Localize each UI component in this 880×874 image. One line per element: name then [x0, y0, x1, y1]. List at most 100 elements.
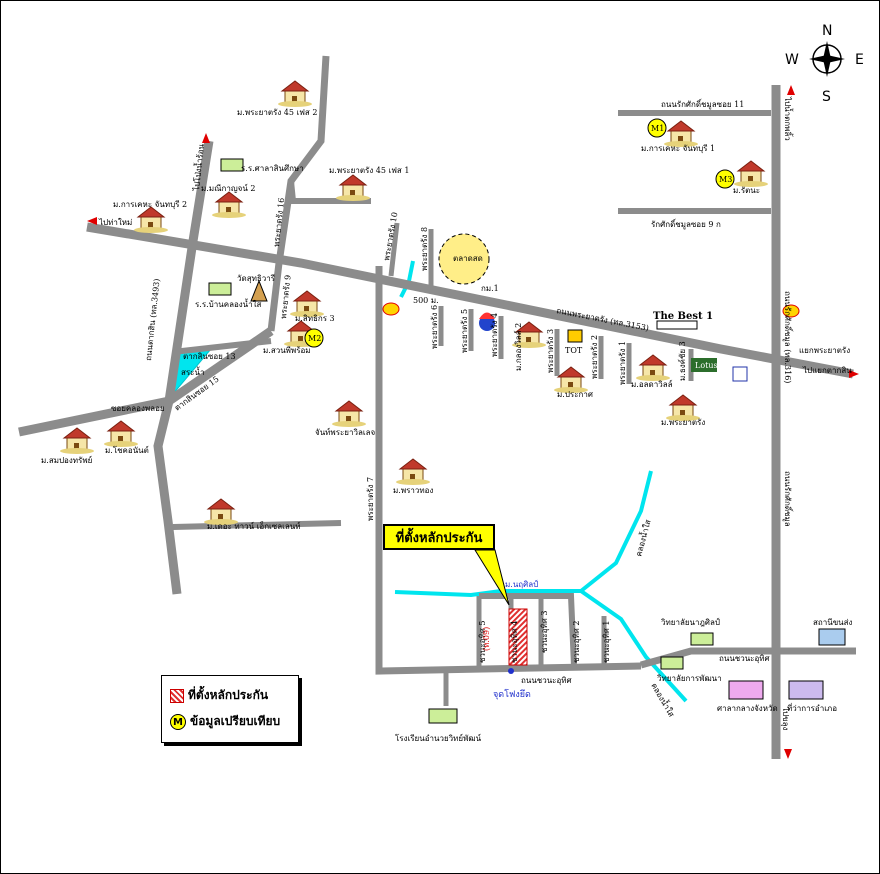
junction-right-label: แยกพระยาตรัง	[799, 346, 850, 355]
college2-icon	[660, 656, 684, 670]
label-market: ตลาดสด	[453, 254, 483, 263]
label-village-lekchai: ม.สมปองทรัพย์	[41, 455, 92, 465]
label-village-45-1: ม.พระยาตรัง 45 เฟส 1	[329, 166, 409, 175]
taksin-13-label: ตากสินซอย 13	[183, 352, 236, 361]
collateral-marker	[508, 608, 528, 666]
marker-m2-label: M2	[308, 334, 321, 343]
marker-m1-label: M1	[651, 124, 664, 133]
district-office-icon	[788, 680, 824, 700]
compass-e: E	[855, 52, 864, 68]
label-school: ร.ร.ศาลาสินศึกษา	[241, 164, 304, 173]
label-village-chan: จันท์พระยาวิลเลจ	[315, 427, 376, 437]
place-labels: ม.พระยาตรัง 45 เฟส 2 ร.ร.ศาลาสินศึกษา ม.…	[41, 108, 853, 743]
chuan-1-label: ชวนะอุทิศ 1	[602, 621, 611, 663]
soi-rak-9-label: รักศักดิ์ชมูลซอย 9 ก	[651, 218, 721, 230]
chuan-3-label: ชวนะอุทิศ 3	[540, 611, 549, 653]
chuan-road-right-label: ถนนชวนะอุทิศ	[719, 654, 770, 663]
taksin-road-label: ถนนตากสิน (ทล.3493)	[144, 278, 162, 361]
label-tot: TOT	[565, 346, 583, 355]
thebest-icon	[656, 320, 698, 330]
label-college: วิทยาลัยนาฎศิลป์	[660, 617, 719, 627]
phraya-1-label: พระยาตรัง 1	[618, 341, 627, 385]
phone-icon	[567, 329, 583, 343]
arrow-left-north	[202, 133, 210, 143]
label-village-prakart: ม.ประกาศ	[557, 390, 593, 399]
label-village-town: ม.เดอะ ทาวน์ เอ็กเซลเลนท์	[207, 521, 301, 531]
arrow-east	[849, 370, 859, 378]
phraya-6-label: พระยาตรัง 6	[430, 305, 439, 349]
dir-tha-mai: ไปท่าใหม่	[98, 218, 132, 227]
rak-road-top-label: ถนนรักศักดิ์ชมูล (ทล.316)	[782, 291, 794, 383]
marker-m3-label: M3	[719, 175, 732, 184]
dir-taksin: ไปแยกตากสิน	[802, 366, 852, 375]
shell-icon-right	[782, 304, 800, 318]
compass-s: S	[822, 89, 831, 105]
market-icon	[438, 233, 490, 285]
label-post: สถานีขนส่ง	[813, 618, 853, 627]
callout-text: ที่ตั้งหลักประกัน	[395, 531, 483, 546]
phraya-2-label: พระยาตรัง 2	[590, 335, 599, 379]
landmark-icons: Lotus M1 M2 M3	[87, 85, 859, 759]
rak-road-bottom-label: ถนนรักศักดิ์ชมูล	[782, 471, 794, 527]
lotus-icon	[691, 358, 717, 372]
compass-w: W	[785, 52, 799, 68]
court-icon	[728, 680, 764, 700]
legend-row-compare: M ข้อมูลเปรียบเทียบ	[170, 712, 280, 731]
arrow-south	[784, 749, 792, 759]
label-village-phrathong: ม.พราวทอง	[393, 486, 433, 495]
label-village-krong: ม.กลองวิลล์ 2	[513, 323, 523, 371]
phraya-8-label: พระยาตรัง 8	[420, 227, 429, 271]
direction-labels: ไปโป่งน้ำร้อน ไปท่าใหม่ ไปน้ำตกพลิ้ว ไปแ…	[98, 96, 852, 730]
phraya-5-label: พระยาตรัง 5	[460, 309, 469, 353]
label-thebest: The Best 1	[653, 311, 713, 322]
dir-khlung: ไปขลุง	[781, 706, 790, 730]
chuan-4-label: ชวนะอุทิศ 4	[510, 621, 519, 663]
marker-m2	[304, 328, 324, 348]
compass-n: N	[822, 23, 832, 39]
phraya-7-label: พระยาตรัง 7	[366, 477, 375, 521]
legend-compare-label: ข้อมูลเปรียบเทียบ	[190, 714, 281, 728]
map-legend: ที่ตั้งหลักประกัน M ข้อมูลเปรียบเทียบ	[161, 675, 299, 743]
label-wat: วัดสุทธิวารี	[237, 274, 276, 283]
temple-icon	[250, 279, 268, 302]
marker-m1	[647, 118, 667, 138]
label-court: ศาลากลางจังหวัด	[717, 704, 778, 713]
arrow-west	[87, 217, 97, 225]
label-district: ที่ว่าการอำเภอ	[787, 702, 837, 713]
label-village-rattana: ม.ธงค์ชัย 3	[677, 341, 687, 381]
compass-rose: N S E W	[785, 23, 864, 105]
college-icon	[690, 632, 714, 646]
label-village-sittikorn: ม.สิทธิกร 3	[295, 314, 335, 323]
label-village-chokchai: ม.โชคอนันต์	[105, 445, 149, 455]
naru-label: ม.นฤศิลป์	[505, 579, 538, 589]
shell-icon-left	[382, 302, 400, 316]
label-pond: สระน้ำ	[181, 366, 204, 377]
label-college2: วิทยาลัยการพัฒนา	[656, 674, 721, 683]
phraya-4-label: พระยาตรัง 4	[490, 313, 499, 357]
chuan-road-label: ถนนชวนะอุทิศ	[521, 676, 572, 685]
label-village-ratana: ม.รัตนะ	[733, 186, 760, 195]
label-village-suan: ม.สวนพีพร้อม	[263, 346, 311, 355]
lotus-label: Lotus	[695, 361, 718, 370]
label-school-wittaya: โรงเรียนอำนวยวิทย์พัฒน์	[395, 733, 482, 743]
legend-row-collateral: ที่ตั้งหลักประกัน	[170, 686, 268, 705]
legend-collateral-label: ที่ตั้งหลักประกัน	[188, 688, 269, 702]
label-km1: กม.1	[481, 284, 499, 293]
callout-pointer	[474, 549, 510, 606]
collateral-callout: ที่ตั้งหลักประกัน	[383, 524, 495, 550]
marker-m3	[715, 169, 735, 189]
label-location: จุดโฟงยึด	[493, 689, 531, 700]
m-marker-icon: M	[170, 713, 186, 730]
location-dot	[508, 668, 514, 674]
bus-terminal-icon	[818, 628, 846, 646]
chuan-5-label: ชวนะอุทิศ 5	[478, 621, 487, 663]
soi-khlong-label: ซอยคลองพลอย	[111, 404, 165, 413]
phraya-3-label: พระยาตรัง 3	[546, 329, 555, 373]
school-wittaya-icon	[428, 708, 458, 724]
chuan-2-label: ชวนะอุทิศ 2	[572, 621, 581, 663]
label-village-karakade: ม.การเคหะ จันทบุรี 2	[113, 200, 187, 209]
hatch-swatch-icon	[170, 688, 184, 703]
label-distance: 500 ม.	[413, 296, 439, 305]
